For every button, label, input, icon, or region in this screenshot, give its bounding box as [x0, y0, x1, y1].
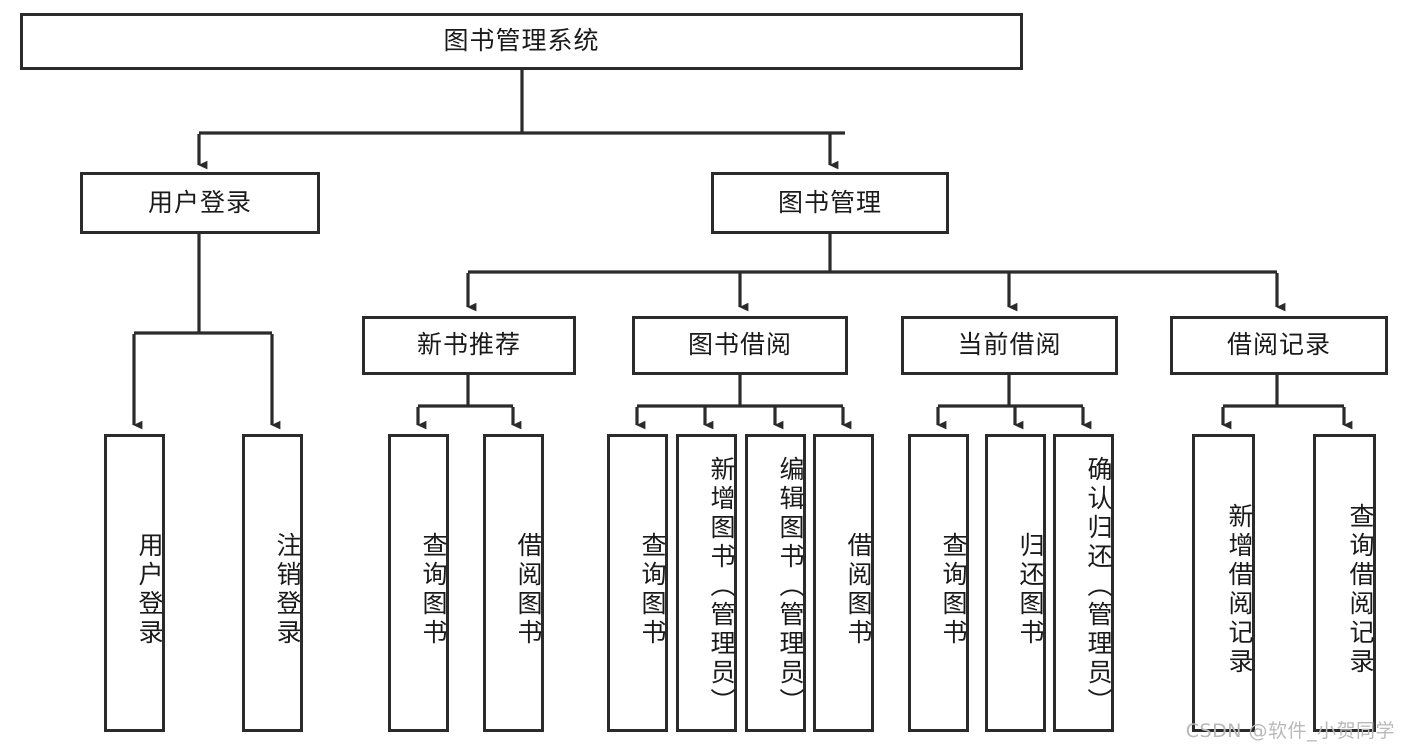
node-root-label: 图书管理系统	[443, 26, 600, 56]
leaf-cb-return-book-label: 归还图书	[1016, 532, 1045, 648]
node-new-book-recommend-label: 新书推荐	[416, 330, 521, 360]
node-new-book-recommend[interactable]: 新书推荐	[362, 316, 576, 375]
leaf-bb-query-book-label: 查询图书	[638, 532, 667, 648]
leaf-bb-borrow-book[interactable]: 借阅图书	[813, 434, 874, 732]
leaf-bb-edit-book-admin[interactable]: 编辑图书（管理员）	[745, 434, 806, 732]
leaf-br-query-record-label: 查询借阅记录	[1346, 503, 1375, 677]
leaf-bb-add-book-admin[interactable]: 新增图书（管理员）	[676, 434, 737, 732]
leaf-cb-confirm-return-admin-label: 确认归还（管理员）	[1084, 455, 1113, 717]
leaf-nb-borrow-book[interactable]: 借阅图书	[483, 434, 544, 732]
leaf-nb-query-book[interactable]: 查询图书	[388, 434, 449, 732]
node-current-borrow-label: 当前借阅	[957, 330, 1062, 360]
leaf-bb-borrow-book-label: 借阅图书	[844, 532, 873, 648]
node-book-borrow[interactable]: 图书借阅	[632, 316, 848, 375]
node-root-book-management-system[interactable]: 图书管理系统	[20, 13, 1023, 70]
leaf-nb-query-book-label: 查询图书	[419, 532, 448, 648]
leaf-br-query-record[interactable]: 查询借阅记录	[1313, 434, 1376, 732]
leaf-bb-add-book-admin-label: 新增图书（管理员）	[707, 455, 736, 717]
node-current-borrow[interactable]: 当前借阅	[901, 316, 1118, 375]
node-user-login-label: 用户登录	[147, 187, 252, 217]
leaf-br-add-record[interactable]: 新增借阅记录	[1192, 434, 1255, 732]
node-book-management[interactable]: 图书管理	[711, 172, 949, 234]
node-book-borrow-label: 图书借阅	[687, 330, 792, 360]
leaf-cb-query-book[interactable]: 查询图书	[908, 434, 969, 732]
leaf-bb-edit-book-admin-label: 编辑图书（管理员）	[776, 455, 805, 717]
leaf-logout[interactable]: 注销登录	[242, 434, 303, 732]
leaf-nb-borrow-book-label: 借阅图书	[514, 532, 543, 648]
node-user-login[interactable]: 用户登录	[80, 172, 320, 234]
leaf-cb-query-book-label: 查询图书	[939, 532, 968, 648]
leaf-user-login[interactable]: 用户登录	[104, 434, 165, 732]
leaf-cb-confirm-return-admin[interactable]: 确认归还（管理员）	[1053, 434, 1114, 732]
leaf-bb-query-book[interactable]: 查询图书	[607, 434, 668, 732]
node-book-management-label: 图书管理	[777, 187, 882, 217]
node-borrow-record[interactable]: 借阅记录	[1170, 316, 1388, 375]
leaf-cb-return-book[interactable]: 归还图书	[985, 434, 1046, 732]
leaf-user-login-label: 用户登录	[135, 532, 164, 648]
leaf-br-add-record-label: 新增借阅记录	[1225, 503, 1254, 677]
leaf-logout-label: 注销登录	[273, 532, 302, 648]
node-borrow-record-label: 借阅记录	[1226, 330, 1331, 360]
